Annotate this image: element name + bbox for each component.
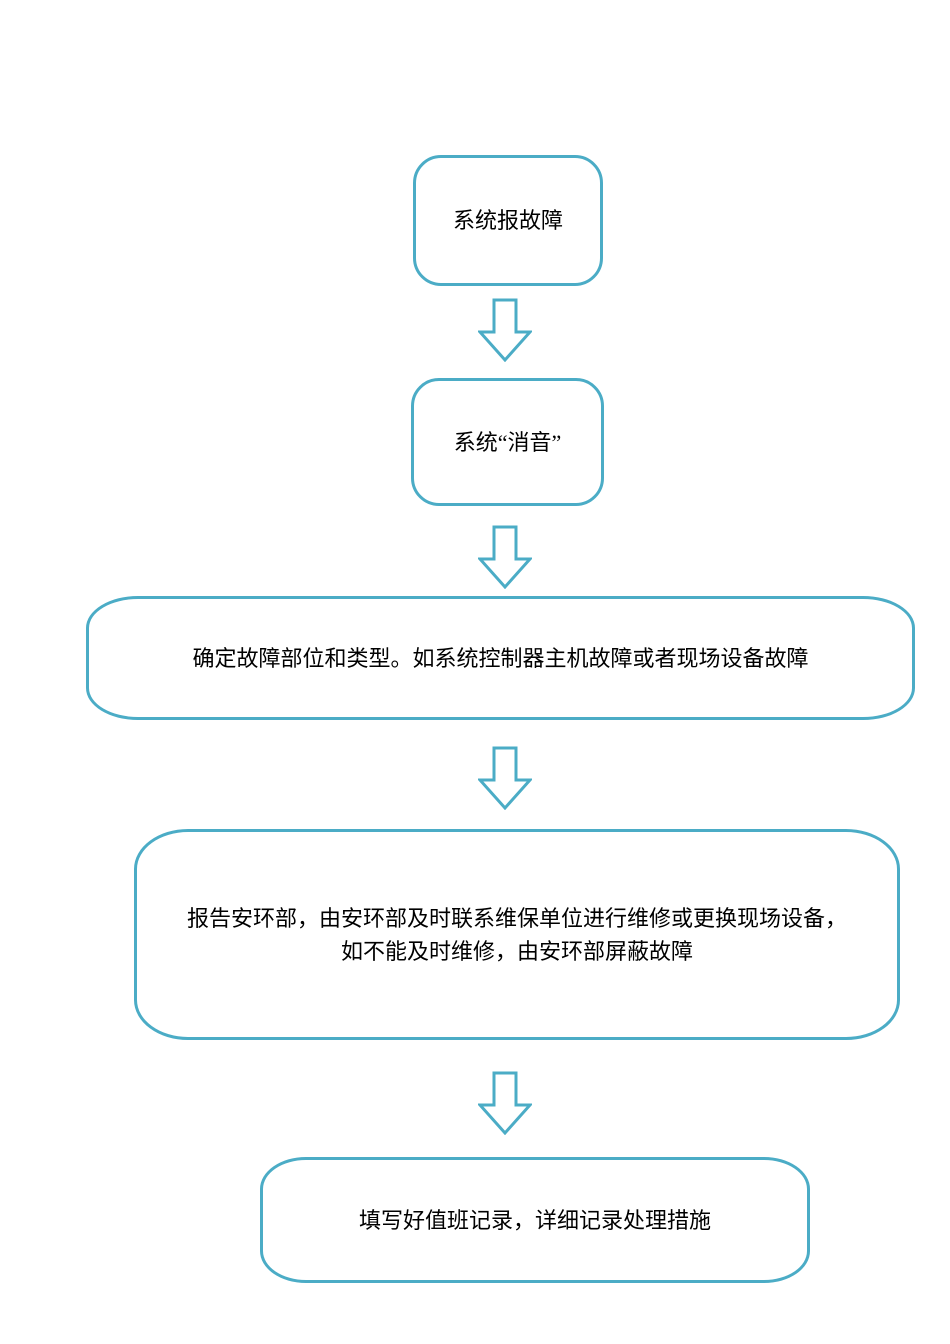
flowchart-node-system-mute: 系统“消音” [411, 378, 604, 506]
flowchart-node-determine-fault-location: 确定故障部位和类型。如系统控制器主机故障或者现场设备故障 [86, 596, 915, 720]
node-label-determine-fault-location: 确定故障部位和类型。如系统控制器主机故障或者现场设备故障 [192, 645, 809, 671]
node-label-system-fault-alarm: 系统报故障 [452, 208, 563, 233]
flowchart-node-system-fault-alarm: 系统报故障 [413, 155, 603, 286]
node-label-system-mute: 系统“消音” [453, 429, 562, 455]
node-label-report-safety-dept: 报告安环部，由安环部及时联系维保单位进行维修或更换现场设备， 如不能及时维修，由… [186, 905, 847, 964]
down-arrow-icon [478, 1071, 532, 1135]
down-arrow-icon [478, 525, 532, 589]
node-label-fill-duty-record: 填写好值班记录，详细记录处理措施 [358, 1207, 711, 1233]
flowchart-node-report-safety-dept: 报告安环部，由安环部及时联系维保单位进行维修或更换现场设备， 如不能及时维修，由… [134, 829, 900, 1040]
down-arrow-icon [478, 298, 532, 362]
flowchart-node-fill-duty-record: 填写好值班记录，详细记录处理措施 [260, 1157, 810, 1283]
down-arrow-icon [478, 746, 532, 810]
